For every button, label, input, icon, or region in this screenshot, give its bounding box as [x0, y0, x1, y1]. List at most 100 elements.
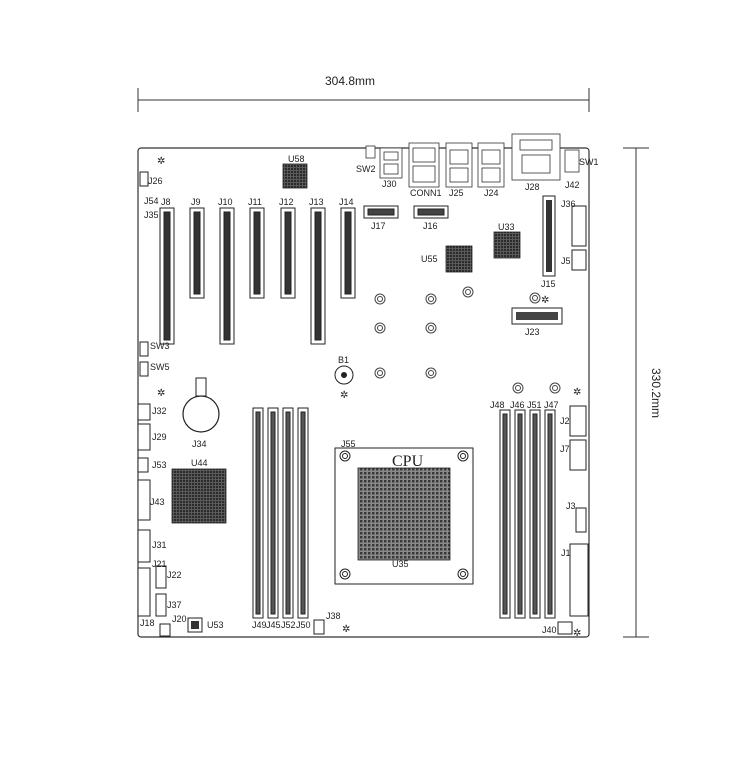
label-j2: J2	[560, 416, 570, 426]
j21-header	[137, 567, 151, 617]
label-j8: J8	[161, 197, 171, 207]
label-j29: J29	[152, 432, 167, 442]
u55-chip	[445, 245, 473, 273]
svg-text:✲: ✲	[157, 156, 165, 167]
label-j1: J1	[561, 548, 571, 558]
j36-connector	[571, 205, 587, 247]
label-j10: J10	[218, 197, 233, 207]
j20-header	[159, 623, 171, 637]
label-j21: J21	[152, 559, 167, 569]
label-conn1: CONN1	[410, 188, 442, 198]
height-dimension-label: 330.2mm	[649, 368, 663, 418]
j40-connector	[557, 621, 573, 635]
svg-text:✲: ✲	[157, 388, 165, 399]
right-dimm-slots	[499, 409, 556, 619]
label-j43: J43	[150, 497, 165, 507]
label-j54: J54	[144, 196, 159, 206]
sw2-switch	[365, 145, 376, 159]
label-j13: J13	[309, 197, 324, 207]
j7-connector	[569, 439, 587, 471]
cpu-pin-grid	[357, 467, 451, 561]
label-j3: J3	[566, 501, 576, 511]
label-j18: J18	[140, 618, 155, 628]
label-j40: J40	[542, 625, 557, 635]
label-j20: J20	[172, 614, 187, 624]
j31-header	[137, 529, 151, 563]
label-sw2: SW2	[356, 164, 376, 174]
label-j42: J42	[565, 180, 580, 190]
label-j23: J23	[525, 327, 540, 337]
label-u55: U55	[421, 254, 438, 264]
label-j38: J38	[326, 611, 341, 621]
j1-connector	[569, 543, 589, 617]
label-j47: J47	[544, 400, 559, 410]
label-j25: J25	[449, 188, 464, 198]
label-j15: J15	[541, 279, 556, 289]
label-j49: J49	[252, 620, 267, 630]
label-j7: J7	[560, 444, 570, 454]
svg-text:✲: ✲	[573, 628, 581, 639]
label-u33: U33	[498, 222, 515, 232]
sw3-switch	[139, 341, 149, 357]
label-j52: J52	[281, 620, 296, 630]
label-j45: J45	[266, 620, 281, 630]
right-edge-connectors	[557, 405, 589, 635]
label-j14: J14	[339, 197, 354, 207]
width-dimension-label: 304.8mm	[325, 74, 375, 88]
label-j35: J35	[144, 210, 159, 220]
label-j11: J11	[248, 197, 262, 207]
label-j50: J50	[296, 620, 311, 630]
svg-text:✲: ✲	[541, 295, 549, 306]
label-u53: U53	[207, 620, 224, 630]
sw5-switch	[139, 361, 149, 377]
label-u35: U35	[392, 559, 409, 569]
label-j55: J55	[341, 439, 356, 449]
label-j32: J32	[152, 406, 167, 416]
rear-io	[365, 133, 580, 188]
label-sw3: SW3	[150, 341, 170, 351]
label-j37: J37	[167, 600, 182, 610]
pcie-slots	[159, 207, 356, 345]
j26-header	[139, 171, 149, 187]
svg-text:✲: ✲	[340, 390, 348, 401]
label-j34: J34	[192, 439, 207, 449]
fiducial-marks: ✲ ✲ ✲ ✲ ✲ ✲ ✲	[157, 156, 581, 639]
u58-chip	[282, 163, 308, 189]
mounting-holes	[374, 286, 561, 394]
j38-header	[313, 619, 325, 635]
j43-header	[137, 479, 151, 521]
label-u58: U58	[288, 154, 305, 164]
u33-chip	[493, 231, 521, 259]
label-j22: J22	[167, 570, 182, 580]
j53-header	[137, 457, 149, 473]
m2-slots	[363, 205, 449, 219]
j22-header	[155, 565, 167, 589]
j3-connector	[575, 507, 587, 533]
sw1-switch	[564, 149, 580, 173]
label-j51: J51	[527, 400, 542, 410]
label-sw1: SW1	[579, 157, 599, 167]
label-j31: J31	[152, 540, 167, 550]
label-j24: J24	[484, 188, 499, 198]
label-j5: J5	[561, 256, 571, 266]
label-j36: J36	[561, 199, 576, 209]
j34-battery	[182, 395, 220, 433]
label-j30: J30	[382, 179, 397, 189]
label-j9: J9	[191, 197, 201, 207]
label-j12: J12	[279, 197, 294, 207]
j2-connector	[569, 405, 587, 437]
left-dimm-slots	[252, 407, 309, 619]
label-j17: J17	[371, 221, 386, 231]
label-cpu: CPU	[392, 453, 424, 470]
label-j53: J53	[152, 460, 167, 470]
label-sw5: SW5	[150, 362, 170, 372]
u44-chip	[171, 468, 227, 524]
width-dimension	[137, 88, 590, 112]
j29-header	[137, 423, 151, 451]
svg-text:✲: ✲	[342, 624, 350, 635]
label-j28: J28	[525, 182, 540, 192]
left-headers	[137, 171, 171, 637]
height-dimension	[623, 147, 649, 638]
